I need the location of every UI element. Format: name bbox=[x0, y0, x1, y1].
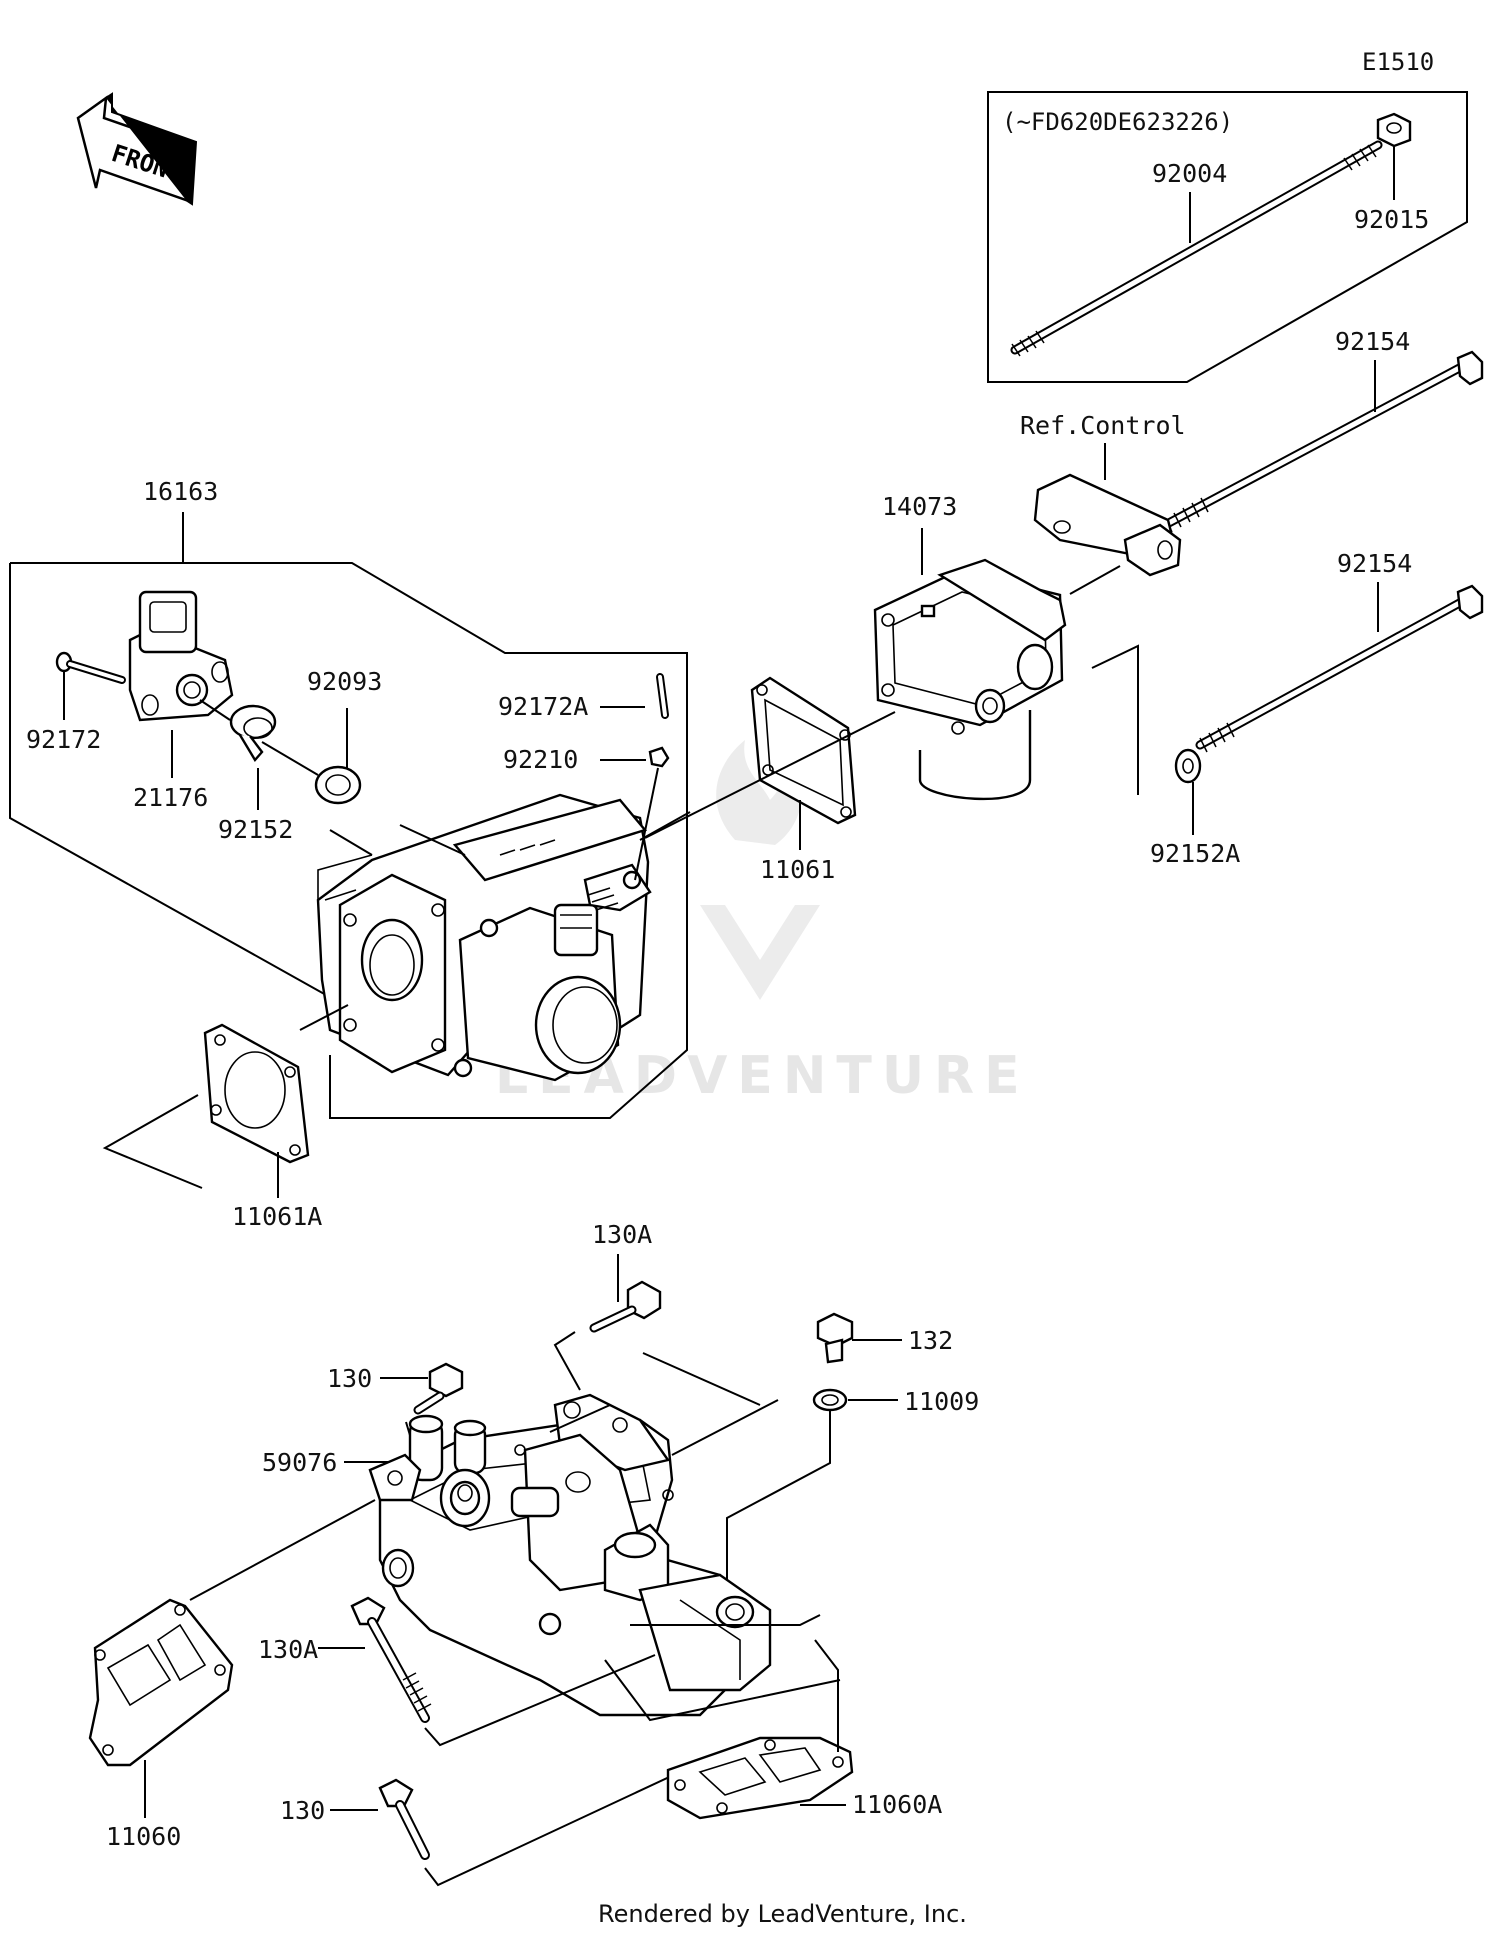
part-11061: 11061 bbox=[760, 855, 835, 884]
clip-92152: 92152 bbox=[218, 704, 319, 844]
part-92210: 92210 bbox=[503, 745, 578, 774]
washer-11009: 11009 bbox=[726, 1387, 979, 1582]
part-92004: 92004 bbox=[1152, 159, 1227, 188]
screw-92172: 92172 bbox=[26, 651, 126, 754]
part-130A-low: 130A bbox=[258, 1635, 318, 1664]
throttle-body-group: 16163 bbox=[9, 477, 691, 1119]
seal-92093: 92093 bbox=[307, 667, 382, 805]
part-11060A: 11060A bbox=[852, 1790, 942, 1819]
part-132: 132 bbox=[908, 1326, 953, 1355]
serial-box: (~FD620DE623226) 92015 92004 bbox=[987, 91, 1468, 383]
long-bolt-upper: 92154 bbox=[1160, 327, 1484, 533]
bolt-130A-top: 130A bbox=[553, 1220, 761, 1406]
part-59076: 59076 bbox=[262, 1448, 337, 1477]
front-arrow-icon: FRONT bbox=[76, 92, 198, 206]
nut-92210: 92210 bbox=[503, 745, 670, 881]
part-130-top: 130 bbox=[327, 1364, 372, 1393]
serial-note: (~FD620DE623226) bbox=[1002, 108, 1233, 136]
part-130A-top: 130A bbox=[592, 1220, 652, 1249]
bolt-130A-low: 130A bbox=[258, 1596, 656, 1747]
part-21176: 21176 bbox=[133, 783, 208, 812]
bolt-130-low: 130 bbox=[280, 1771, 681, 1887]
part-11009: 11009 bbox=[904, 1387, 979, 1416]
part-92172: 92172 bbox=[26, 725, 101, 754]
gasket-11061A: 11061A bbox=[102, 1023, 322, 1231]
intake-manifold bbox=[368, 1393, 841, 1722]
long-bolt-lower: 92154 bbox=[1195, 549, 1484, 753]
gasket-11060: 11060 bbox=[88, 1499, 376, 1851]
part-11061A: 11061A bbox=[232, 1202, 322, 1231]
adapter-housing: 14073 bbox=[873, 492, 1067, 801]
part-92152: 92152 bbox=[218, 815, 293, 844]
part-130-low: 130 bbox=[280, 1796, 325, 1825]
part-92015: 92015 bbox=[1354, 205, 1429, 234]
plug-59076-callout: 59076 bbox=[262, 1448, 388, 1477]
part-11060: 11060 bbox=[106, 1822, 181, 1851]
gasket-11061: 11061 bbox=[644, 676, 896, 884]
throttle-position-sensor: 21176 bbox=[128, 590, 234, 812]
part-92152A: 92152A bbox=[1150, 839, 1240, 868]
screw-92172A: 92172A bbox=[498, 673, 669, 721]
bolt-132: 132 bbox=[816, 1312, 953, 1364]
footer-credit: Rendered by LeadVenture, Inc. bbox=[598, 1900, 967, 1928]
bolt-130-top: 130 bbox=[327, 1362, 464, 1453]
part-14073: 14073 bbox=[882, 492, 957, 521]
part-92172A: 92172A bbox=[498, 692, 588, 721]
part-92154-lower: 92154 bbox=[1337, 549, 1412, 578]
gasket-11060A: 11060A bbox=[666, 1639, 942, 1820]
collar-92152A: 92152A bbox=[1091, 644, 1240, 868]
control-bracket: Ref.Control bbox=[1020, 411, 1186, 595]
part-92154-upper: 92154 bbox=[1335, 327, 1410, 356]
ref-control-label: Ref.Control bbox=[1020, 411, 1186, 440]
part-92093: 92093 bbox=[307, 667, 382, 696]
diagram-code: E1510 bbox=[1362, 48, 1434, 76]
part-16163: 16163 bbox=[143, 477, 218, 506]
